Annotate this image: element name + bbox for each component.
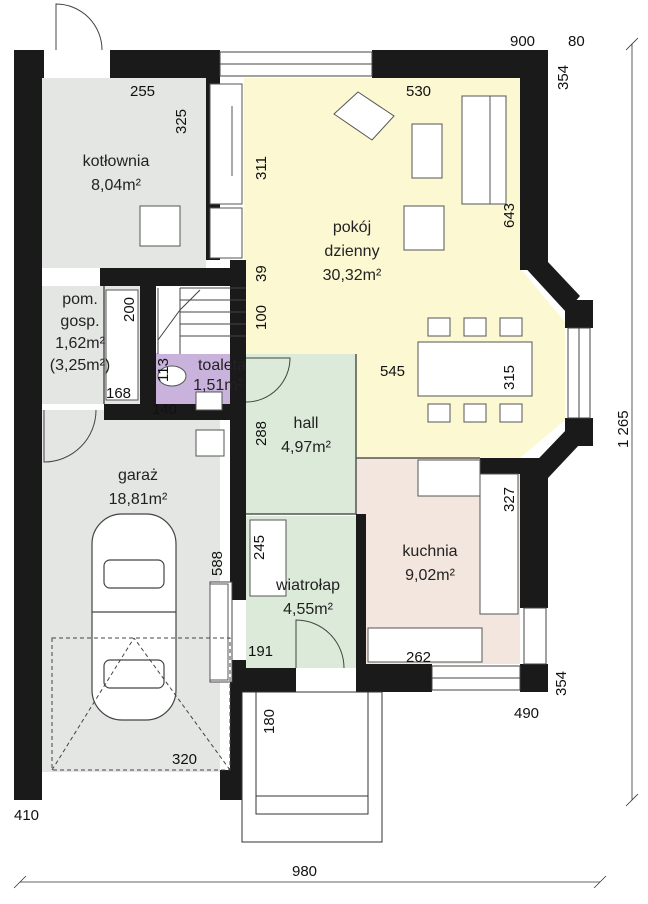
label-hall: hall: [294, 415, 319, 432]
dim-100: 100: [253, 305, 270, 330]
dim-643: 643: [501, 203, 518, 228]
dim-530: 530: [406, 83, 431, 100]
area-pom: 1,62m²: [55, 335, 105, 352]
dim-311: 311: [253, 156, 270, 180]
label-pokoj-1: pokój: [333, 219, 371, 236]
windows: [219, 51, 591, 691]
dim-900: 900: [510, 33, 535, 50]
dim-288: 288: [253, 421, 270, 446]
dim-588: 588: [209, 551, 226, 576]
dim-255: 255: [130, 83, 155, 100]
dim-980: 980: [292, 863, 317, 880]
dimension-lines: [13, 37, 639, 889]
dim-191: 191: [248, 643, 273, 660]
partitions: [103, 286, 480, 515]
garage-door-line: [51, 637, 231, 771]
dim-113: 113: [155, 358, 172, 382]
dim-200: 200: [121, 297, 138, 322]
area-garaz: 18,81m²: [109, 491, 168, 508]
label-pokoj-2: dzienny: [324, 243, 379, 260]
room-fill-hall: [246, 354, 356, 514]
dim-320: 320: [172, 751, 197, 768]
room-fill-kotlownia: [42, 78, 206, 268]
dim-315: 315: [501, 365, 518, 390]
dim-168: 168: [106, 385, 131, 402]
dim-245: 245: [251, 535, 268, 560]
area-kuchnia: 9,02m²: [405, 567, 455, 584]
area-hall: 4,97m²: [281, 439, 331, 456]
entrance-steps: [241, 691, 383, 843]
area-kotlownia: 8,04m²: [91, 177, 141, 194]
dim-354-bottom: 354: [553, 671, 570, 696]
dim-354-top: 354: [555, 65, 572, 90]
label-pom-2: gosp.: [60, 313, 99, 330]
label-kotlownia: kotłownia: [83, 153, 150, 170]
area-pom-2: (3,25m²): [50, 357, 110, 374]
car-outline-icon: [91, 513, 177, 721]
dim-327: 327: [501, 487, 518, 512]
dim-1265: 1 265: [615, 410, 632, 448]
dim-325: 325: [173, 109, 190, 134]
area-toaleta: 1,51m²: [193, 377, 243, 394]
stairs: [157, 287, 246, 354]
dim-180: 180: [261, 709, 278, 734]
dim-39: 39: [253, 265, 270, 282]
label-garaz: garaż: [118, 467, 158, 484]
dim-410: 410: [14, 807, 39, 824]
dim-140: 140: [152, 401, 177, 418]
label-toaleta: toaleta: [198, 357, 246, 374]
dim-490: 490: [514, 705, 539, 722]
dim-262: 262: [406, 649, 431, 666]
dim-80: 80: [568, 33, 585, 50]
dim-545: 545: [380, 363, 405, 380]
furniture: [105, 83, 533, 681]
area-wiatrolap: 4,55m²: [283, 601, 333, 618]
label-pom-1: pom.: [62, 291, 98, 308]
area-pokoj: 30,32m²: [323, 267, 382, 284]
label-wiatrolap: wiatrołap: [275, 577, 340, 594]
label-kuchnia: kuchnia: [402, 543, 457, 560]
